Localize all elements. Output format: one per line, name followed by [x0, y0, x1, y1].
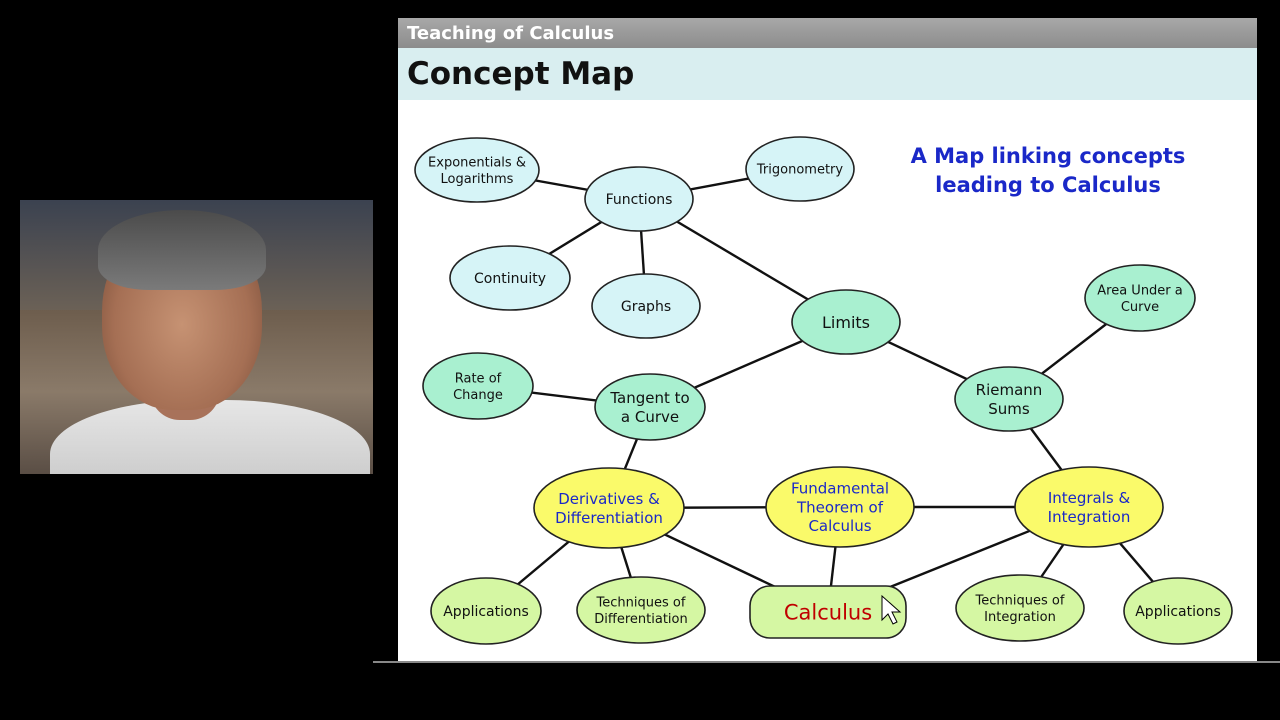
- node-label-area-0: Area Under a: [1097, 284, 1183, 299]
- node-trigonometry: Trigonometry: [745, 136, 855, 202]
- node-label-area-1: Curve: [1121, 300, 1159, 315]
- node-label-derivatives-1: Differentiation: [555, 509, 663, 527]
- node-graphs: Graphs: [591, 273, 701, 339]
- presenter-video: [20, 200, 373, 474]
- node-shape-riemann: [954, 366, 1064, 432]
- node-app_right: Applications: [1123, 577, 1233, 645]
- node-label-tech_int-1: Integration: [984, 610, 1056, 625]
- slide-title-band: Concept Map: [398, 48, 1257, 100]
- subtitle-line-2: leading to Calculus: [935, 173, 1161, 197]
- node-shape-continuity: [449, 245, 571, 311]
- bottom-rule: [373, 661, 1280, 663]
- node-label-graphs-0: Graphs: [621, 299, 671, 315]
- slide: Teaching of Calculus Concept Map A Map l…: [398, 18, 1257, 662]
- node-label-tech_diff-1: Differentiation: [594, 612, 687, 627]
- presenter-hair: [98, 210, 266, 290]
- node-label-ftc-2: Calculus: [808, 517, 871, 535]
- node-shape-ftc: [765, 466, 915, 548]
- node-shape-functions: [584, 166, 694, 232]
- node-label-app_left-0: Applications: [443, 604, 529, 620]
- node-label-exponentials-1: Logarithms: [441, 172, 514, 187]
- node-label-limits-0: Limits: [822, 313, 870, 332]
- node-label-calculus-0: Calculus: [784, 601, 872, 625]
- node-shape-graphs: [591, 273, 701, 339]
- node-shape-tech_diff: [576, 576, 706, 644]
- node-shape-exponentials: [414, 137, 540, 203]
- node-label-tangent-0: Tangent to: [609, 389, 689, 407]
- node-shape-tangent: [594, 373, 706, 441]
- node-shape-tech_int: [955, 574, 1085, 642]
- node-shape-app_right: [1123, 577, 1233, 645]
- map-subtitle: A Map linking concepts leading to Calcul…: [878, 142, 1218, 200]
- node-tangent: Tangent toa Curve: [594, 373, 706, 441]
- node-shape-app_left: [430, 577, 542, 645]
- node-calculus: Calculus: [749, 585, 907, 639]
- node-label-derivatives-0: Derivatives &: [558, 490, 660, 508]
- mouse-cursor-icon: [881, 594, 902, 625]
- node-label-trigonometry-0: Trigonometry: [756, 163, 843, 178]
- node-label-integrals-0: Integrals &: [1048, 489, 1131, 507]
- node-integrals: Integrals &Integration: [1014, 466, 1164, 548]
- node-label-rate-1: Change: [453, 388, 503, 403]
- node-label-continuity-0: Continuity: [474, 271, 546, 287]
- node-shape-integrals: [1014, 466, 1164, 548]
- node-app_left: Applications: [430, 577, 542, 645]
- node-derivatives: Derivatives &Differentiation: [533, 467, 685, 549]
- node-shape-derivatives: [533, 467, 685, 549]
- node-exponentials: Exponentials &Logarithms: [414, 137, 540, 203]
- slide-title: Concept Map: [407, 56, 635, 92]
- node-shape-area: [1084, 264, 1196, 332]
- slide-header-text: Teaching of Calculus: [407, 23, 615, 44]
- node-label-integrals-1: Integration: [1048, 508, 1131, 526]
- slide-header: Teaching of Calculus: [398, 18, 1257, 48]
- node-label-tangent-1: a Curve: [621, 408, 679, 426]
- node-shape-rate: [422, 352, 534, 420]
- node-label-tech_diff-0: Techniques of: [596, 596, 686, 611]
- node-label-riemann-1: Sums: [988, 400, 1030, 418]
- node-label-riemann-0: Riemann: [976, 381, 1043, 399]
- node-label-functions-0: Functions: [606, 192, 673, 208]
- node-shape-trigonometry: [745, 136, 855, 202]
- subtitle-line-1: A Map linking concepts: [910, 144, 1186, 168]
- node-label-rate-0: Rate of: [455, 372, 502, 387]
- node-label-exponentials-0: Exponentials &: [428, 156, 526, 171]
- node-continuity: Continuity: [449, 245, 571, 311]
- node-shape-calculus: [749, 585, 907, 639]
- node-label-ftc-1: Theorem of: [796, 498, 884, 516]
- node-label-tech_int-0: Techniques of: [975, 594, 1065, 609]
- node-label-ftc-0: Fundamental: [791, 480, 889, 498]
- node-label-app_right-0: Applications: [1135, 604, 1221, 620]
- node-functions: Functions: [584, 166, 694, 232]
- node-shape-limits: [791, 289, 901, 355]
- node-limits: Limits: [791, 289, 901, 355]
